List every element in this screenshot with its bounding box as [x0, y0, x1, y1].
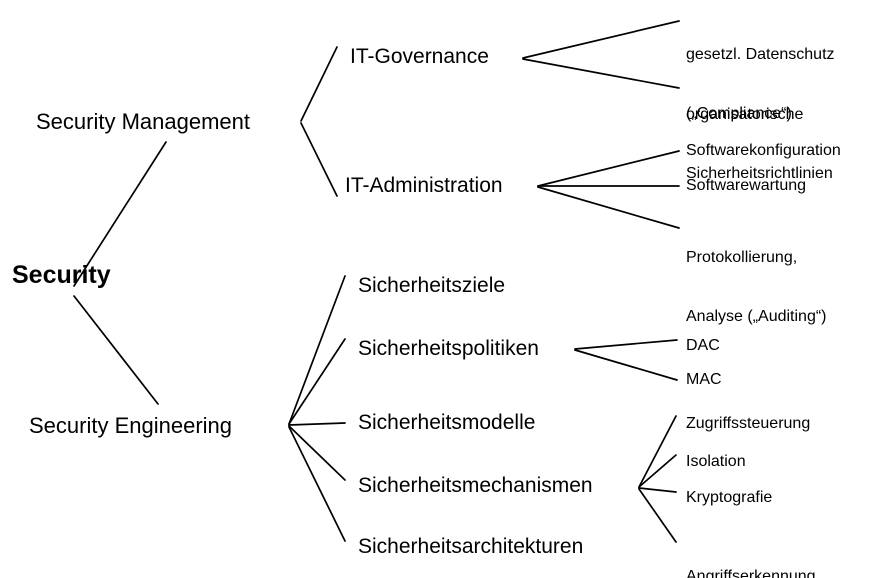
leaf-angriffserkennung[interactable]: Angriffserkennung (Intrusion Detection): [686, 528, 830, 578]
leaf-line-2: („Compliance“): [686, 104, 792, 122]
edge-management-to-administration: [300, 122, 338, 197]
node-security-management[interactable]: Security Management: [36, 109, 250, 134]
leaf-line-2: Analyse („Auditing“): [686, 307, 827, 325]
node-sicherheitsziele[interactable]: Sicherheitsziele: [358, 274, 506, 297]
leaf-line-1: Angriffserkennung: [686, 568, 816, 578]
edge-engineering-to-sicherheitsmodelle: [288, 422, 346, 426]
leaf-mac[interactable]: MAC: [686, 371, 722, 388]
edge-mechanismen-to-zugriffssteuerung: [638, 415, 677, 488]
node-security-engineering[interactable]: Security Engineering: [29, 413, 233, 438]
edge-governance-to-richtlinien: [522, 58, 680, 89]
edge-governance-to-datenschutz: [522, 20, 680, 59]
edge-politiken-to-dac: [574, 339, 678, 350]
edge-engineering-to-sicherheitspolitiken: [288, 338, 346, 425]
leaf-softwarewartung[interactable]: Softwarewartung: [686, 177, 807, 194]
leaf-line-2: Sicherheitsrichtlinien: [686, 164, 833, 182]
leaf-kryptografie[interactable]: Kryptografie: [686, 489, 773, 506]
edge-management-to-governance: [300, 46, 338, 122]
edge-engineering-to-sicherheitsmechanismen: [288, 425, 346, 481]
edge-engineering-to-sicherheitsarchitekturen: [288, 426, 346, 542]
leaf-line-1: organisatorische: [686, 106, 804, 124]
node-sicherheitsmodelle[interactable]: Sicherheitsmodelle: [358, 411, 536, 434]
node-it-administration[interactable]: IT-Administration: [345, 174, 503, 197]
node-sicherheitspolitiken[interactable]: Sicherheitspolitiken: [358, 337, 539, 360]
edge-administration-to-protokollierung: [537, 186, 680, 229]
node-root-security[interactable]: Security: [12, 261, 111, 289]
leaf-gesetzl-datenschutz[interactable]: gesetzl. Datenschutz („Compliance“): [686, 6, 835, 162]
leaf-zugriffssteuerung[interactable]: Zugriffssteuerung: [686, 415, 811, 432]
leaf-isolation[interactable]: Isolation: [686, 453, 746, 470]
leaf-organisatorische-sicherheitsrichtlinien[interactable]: organisatorische Sicherheitsrichtlinien: [686, 66, 833, 222]
edge-mechanismen-to-isolation: [638, 454, 677, 488]
edge-administration-to-softwarekonfiguration: [537, 150, 680, 187]
edge-mechanismen-to-kryptografie: [638, 487, 677, 493]
leaf-protokollierung-analyse[interactable]: Protokollierung, Analyse („Auditing“): [686, 209, 827, 365]
edge-politiken-to-mac: [574, 349, 678, 381]
edge-engineering-to-sicherheitsziele: [288, 275, 346, 425]
edge-mechanismen-to-angriffserkennung: [638, 488, 677, 543]
leaf-softwarekonfiguration[interactable]: Softwarekonfiguration: [686, 142, 841, 159]
node-it-governance[interactable]: IT-Governance: [350, 45, 489, 68]
leaf-line-1: gesetzl. Datenschutz: [686, 46, 835, 64]
leaf-line-1: Protokollierung,: [686, 249, 798, 267]
leaf-dac[interactable]: DAC: [686, 337, 720, 354]
node-sicherheitsmechanismen[interactable]: Sicherheitsmechanismen: [358, 474, 593, 497]
edge-security-to-security-engineering: [73, 295, 159, 405]
node-sicherheitsarchitekturen[interactable]: Sicherheitsarchitekturen: [358, 535, 584, 558]
